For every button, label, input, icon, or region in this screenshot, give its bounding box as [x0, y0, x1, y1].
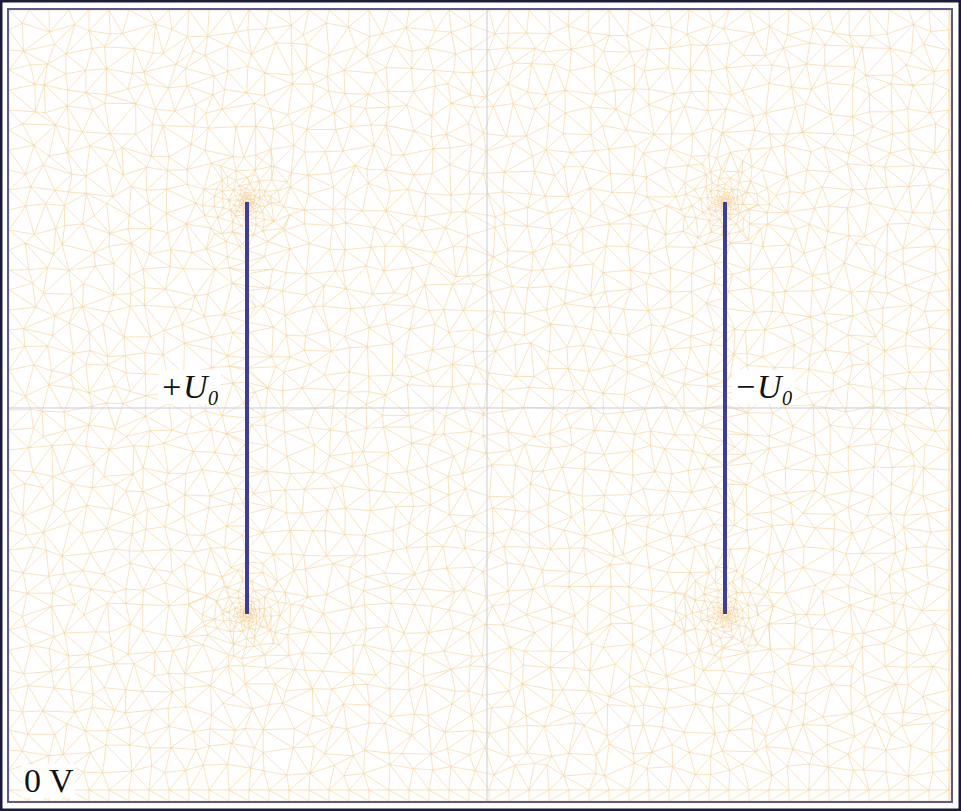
axis-line [8, 408, 952, 409]
potential-label: +U₀ [158, 370, 221, 404]
triangular-mesh [9, 10, 951, 801]
electrode-plate [245, 202, 249, 614]
electrode-plate [723, 202, 727, 614]
axis-line [487, 8, 488, 802]
mesh-edges [9, 10, 951, 801]
boundary-label: 0 V [22, 764, 75, 798]
potential-label: −U₀ [732, 370, 795, 404]
domain-boundary [8, 9, 952, 802]
